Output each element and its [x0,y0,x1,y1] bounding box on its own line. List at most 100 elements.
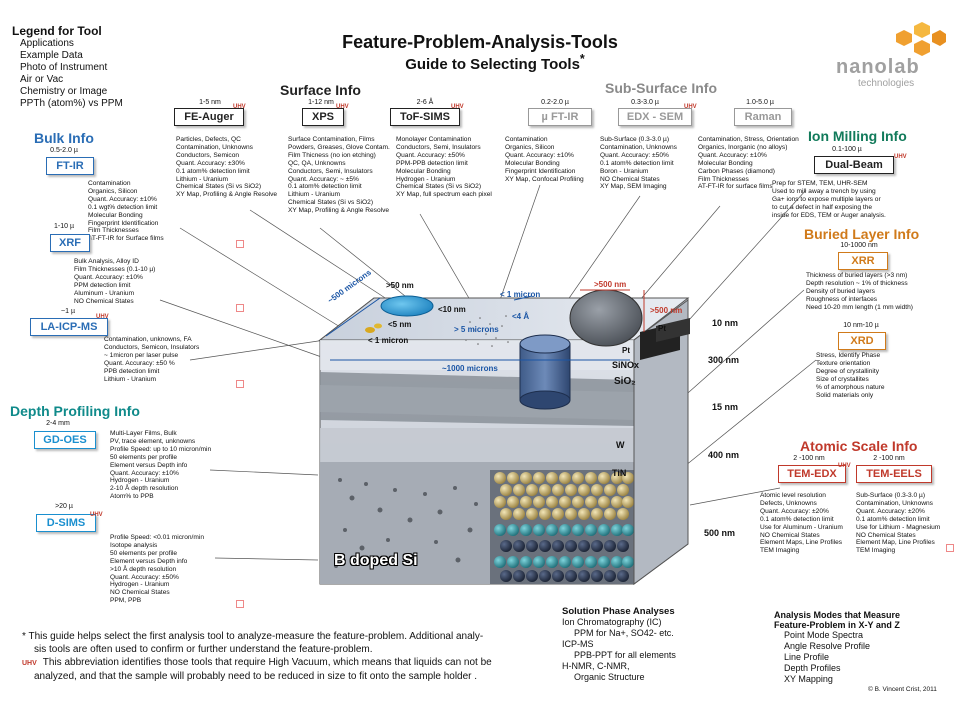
uhv-badge: UHV [96,314,109,320]
uhv-badge: UHV [336,104,349,110]
xrf-range: 1-10 µ [54,223,74,230]
link-marker-icon[interactable] [236,240,244,248]
label-1micron-b: < 1 micron [500,290,541,299]
d-sims-tool[interactable]: D-SIMS [36,514,96,532]
fe-auger-range: 1-5 nm [199,99,221,106]
substrate-speckle [334,478,478,568]
gd-oes-tool[interactable]: GD-OES [34,431,96,449]
mu-ftir-range: 0.2-2.0 µ [541,99,569,106]
xps-range: 1-12 nm [308,99,334,106]
xrr-description: Thickness of buried layers (>3 nm)Depth … [806,272,914,311]
xrd-tool[interactable]: XRD [838,332,886,350]
label-10nm: <10 nm [438,305,466,314]
logo-hexagons [896,22,946,56]
raman-range: 1.0-5.0 µ [746,99,774,106]
xrd-range: 10 nm-10 µ [843,322,879,329]
footer-line: analyzed, and that the sample will proba… [34,671,478,682]
d-sims-range: >20 µ [55,503,73,510]
uhv-badge: UHV [22,660,37,667]
label-1micron-a: < 1 micron [368,336,409,345]
footer-line: This abbreviation identifies those tools… [42,657,492,668]
analysis-modes-box: Analysis Modes that Measure Feature-Prob… [774,610,900,685]
layer-label-tin: TiN [612,468,627,478]
link-marker-icon[interactable] [236,380,244,388]
particle-blob [380,295,434,317]
surface-info-title: Surface Info [280,82,361,98]
xrf-tool[interactable]: XRF [50,234,90,252]
fe-auger-tool[interactable]: FE-Auger [174,108,244,126]
subsurface-info-title: Sub-Surface Info [605,80,718,96]
legend-item: Chemistry or Image [20,86,108,97]
la-icp-ms-tool[interactable]: LA-ICP-MS [30,318,108,336]
label-50nm: >50 nm [386,281,414,290]
leader-lines [159,184,817,561]
footer-line: * This guide helps select the first anal… [22,631,484,642]
legend-item: Applications [20,38,74,49]
raman-tool[interactable]: Raman [734,108,792,126]
footer-line: sis tools are often used to confirm or f… [34,644,373,655]
solution-phase-line: ICP-MS [562,639,594,649]
thickness-400nm: 400 nm [708,450,740,460]
tem-eels-description: Sub-Surface (0.3-3.0 µ)Contamination, Un… [856,492,941,555]
buried-layer-info-title: Buried Layer Info [804,226,920,242]
thickness-300nm: 300 nm [708,355,740,365]
tof-sims-range: 2-6 Å [416,99,434,106]
label-500nm-a: >500 nm [594,280,627,289]
layer-label-w: W [616,440,625,450]
substrate-label: B doped Si [334,552,418,569]
ion-milling-info-title: Ion Milling Info [808,128,907,144]
label-pt-b: Pt [622,346,630,355]
solution-phase-line: H-NMR, C-NMR, [562,661,630,671]
page-title: Feature-Problem-Analysis-Tools [342,32,618,52]
legend: Legend for Tool Applications Example Dat… [12,24,123,110]
dual-beam-range: 0.1-100 µ [832,146,862,153]
legend-item: Photo of Instrument [20,62,108,73]
ftir-tool[interactable]: FT-IR [46,157,94,175]
gd-oes-range: 2-4 mm [46,420,70,427]
xrr-tool[interactable]: XRR [838,252,888,270]
uhv-badge: UHV [90,512,103,518]
link-marker-icon[interactable] [236,304,244,312]
label-5nm: <5 nm [388,320,412,329]
edx-sem-range: 0.3-3.0 µ [631,99,659,106]
tem-edx-range: 2 -100 nm [793,455,825,462]
page-subtitle: Guide to Selecting Tools* [380,52,610,73]
dimension-arrows [325,295,630,361]
tof-sims-tool[interactable]: ToF-SIMS [390,108,460,126]
copyright: © B. Vincent Crist, 2011 [868,686,937,693]
link-marker-icon[interactable] [236,600,244,608]
subtitle-text: Guide to Selecting Tools [405,56,580,73]
link-marker-icon[interactable] [946,544,954,552]
dual-beam-tool[interactable]: Dual-Beam [814,156,894,174]
bulk-info-title: Bulk Info [34,130,94,146]
solution-phase-title: Solution Phase Analyses [562,606,675,617]
xps-tool[interactable]: XPS [302,108,344,126]
analysis-modes-title: Analysis Modes that Measure [774,610,901,620]
legend-item: Example Data [20,50,83,61]
solution-phase-line: Ion Chromatography (IC) [562,617,662,627]
mu-ftir-tool[interactable]: µ FT-IR [528,108,592,126]
layer-label-sio2: SiO₂ [614,376,636,387]
depth-profiling-info-title: Depth Profiling Info [10,403,140,419]
analysis-mode-item: Point Mode Spectra [784,630,864,640]
tem-eels-tool[interactable]: TEM-EELS [856,465,932,483]
uhv-badge: UHV [451,104,464,110]
solution-phase-box: Solution Phase Analyses Ion Chromatograp… [562,606,676,683]
atomic-scale-info-title: Atomic Scale Info [800,438,918,454]
tem-edx-tool[interactable]: TEM-EDX [778,465,846,483]
label-5microns: > 5 microns [454,325,499,334]
tem-eels-range: 2 -100 nm [873,455,905,462]
thickness-15nm: 15 nm [712,402,739,412]
edx-sem-tool[interactable]: EDX - SEM [618,108,692,126]
thickness-10nm: 10 nm [712,318,739,328]
layer-label-sinox: SiNOx [612,360,640,370]
legend-title: Legend for Tool [12,24,102,38]
